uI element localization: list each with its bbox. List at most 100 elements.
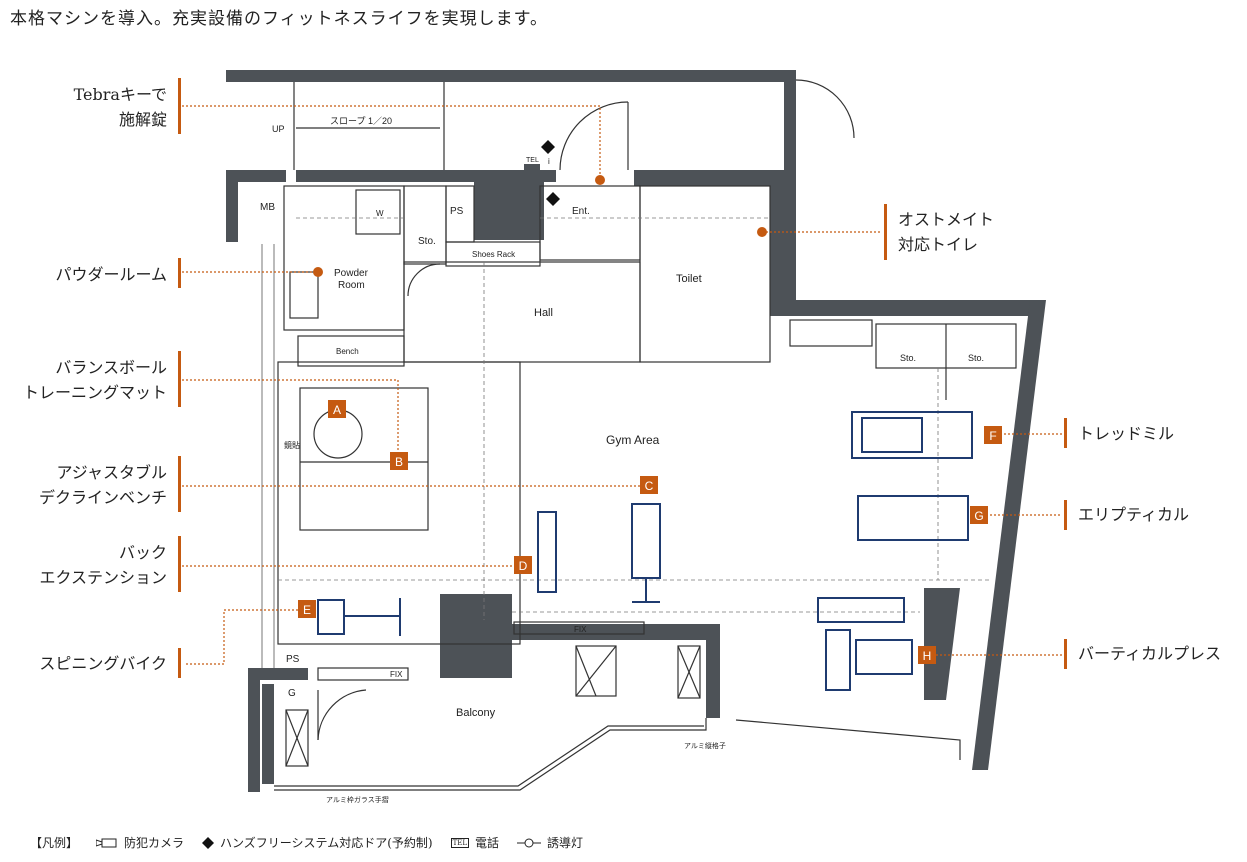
room-mb: MB <box>260 202 275 213</box>
marker-h-label: H <box>923 649 932 663</box>
label-bar <box>1064 418 1067 448</box>
label-line: アジャスタブル <box>56 463 167 482</box>
legend-phone-text: 電話 <box>475 836 500 850</box>
room-ent: Ent. <box>572 206 590 217</box>
marker-d-label: D <box>519 559 528 573</box>
room-powder-1: Powder <box>334 268 369 279</box>
marker-f <box>984 426 1002 444</box>
label-bar <box>178 536 181 592</box>
walls <box>226 70 1046 792</box>
room-powder-2: Room <box>338 280 365 291</box>
floor-plan: A B C D E F G H MB W PS Sto. Ent. Shoes … <box>182 70 1062 804</box>
label-line: トレーニングマット <box>22 383 167 402</box>
label-ostomate: オストメイト 対応トイレ <box>898 207 994 257</box>
label-line: パウダールーム <box>55 265 167 284</box>
fix-1: FIX <box>390 670 403 679</box>
room-balcony: Balcony <box>456 707 496 719</box>
room-ps: PS <box>450 206 464 217</box>
aluminum-label: アルミ縦格子 <box>684 741 726 750</box>
interior-lines <box>274 79 1017 791</box>
label-bar <box>884 204 887 260</box>
marker-a-label: A <box>333 403 341 417</box>
room-ps-2: PS <box>286 654 300 665</box>
room-sto-r2: Sto. <box>968 353 984 363</box>
equipment <box>317 411 973 691</box>
label-line: スピニングバイク <box>39 654 167 673</box>
label-bench: アジャスタブル デクラインベンチ <box>39 460 167 510</box>
legend-light: 誘導灯 <box>517 834 583 851</box>
label-line: バック <box>118 543 167 562</box>
marker-b <box>390 452 408 470</box>
markers <box>298 400 1002 664</box>
marker-g <box>970 506 988 524</box>
label-line: バーティカルプレス <box>1078 644 1222 663</box>
label-bar <box>1064 500 1067 530</box>
hatch-wall <box>261 244 275 668</box>
dashed-lines <box>278 217 990 620</box>
label-bar <box>178 648 181 678</box>
spinning-bike-icon <box>317 599 345 635</box>
room-g: G <box>288 688 296 699</box>
marker-a <box>328 400 346 418</box>
info-label: i <box>548 157 550 166</box>
room-sto-r1: Sto. <box>900 353 916 363</box>
leader-dots <box>313 175 767 277</box>
room-bench: Bench <box>336 347 359 356</box>
label-tebra: Tebraキーで 施解錠 <box>74 82 167 132</box>
label-line: 対応トイレ <box>898 235 979 254</box>
label-line: 施解錠 <box>118 110 167 129</box>
headline: 本格マシンを導入。充実設備のフィットネスライフを実現します。 <box>10 9 548 29</box>
label-vpress: バーティカルプレス <box>1078 641 1221 666</box>
diamond-icon <box>202 836 215 849</box>
fix-2: FIX <box>574 625 587 634</box>
elliptical-icon <box>857 495 969 541</box>
handsfree-door-icon <box>541 140 560 206</box>
label-bar <box>178 456 181 512</box>
label-treadmill: トレッドミル <box>1078 421 1174 446</box>
marker-d <box>514 556 532 574</box>
decline-bench-icon <box>631 503 661 579</box>
legend-title: 【凡例】 <box>30 836 79 850</box>
exit-light-icon <box>517 838 542 847</box>
marker-f-label: F <box>989 429 996 443</box>
mirror-label: 鏡貼 <box>284 440 300 450</box>
label-line: エリプティカル <box>1078 505 1190 524</box>
room-gym: Gym Area <box>606 433 660 447</box>
vertical-press-icon <box>817 597 905 623</box>
marker-b-label: B <box>395 455 403 469</box>
room-hall: Hall <box>534 307 553 319</box>
label-bar <box>1064 639 1067 669</box>
marker-e <box>298 600 316 618</box>
label-balance: バランスボール トレーニングマット <box>23 355 167 405</box>
room-shoes: Shoes Rack <box>472 250 516 259</box>
label-bar <box>178 351 181 407</box>
marker-e-label: E <box>303 603 311 617</box>
legend-light-text: 誘導灯 <box>547 836 584 850</box>
tel-icon: TEL <box>450 837 469 848</box>
railing-label: アルミ枠ガラス手摺 <box>326 795 389 804</box>
marker-c-label: C <box>645 479 654 493</box>
marker-g-label: G <box>974 509 983 523</box>
room-toilet: Toilet <box>676 273 702 285</box>
label-back: バック エクステンション <box>39 540 167 590</box>
legend-camera-text: 防犯カメラ <box>124 836 185 850</box>
label-line: オストメイト <box>898 210 995 229</box>
up-label: UP <box>272 124 285 134</box>
label-bar <box>178 78 181 134</box>
marker-h <box>918 646 936 664</box>
legend: 【凡例】 防犯カメラ ハンズフリーシステム対応ドア(予約制) TEL 電話 誘導… <box>30 834 583 851</box>
tel-label: TEL <box>526 157 539 164</box>
marker-c <box>640 476 658 494</box>
room-w: W <box>376 209 384 218</box>
slope-label: スロープ 1／20 <box>330 116 392 126</box>
label-line: エクステンション <box>39 568 167 587</box>
label-line: デクラインベンチ <box>38 488 167 507</box>
label-line: Tebraキーで <box>73 85 167 104</box>
label-bar <box>178 258 181 288</box>
label-line: トレッドミル <box>1078 424 1175 443</box>
legend-camera: 防犯カメラ <box>96 834 184 851</box>
legend-handsfree-text: ハンズフリーシステム対応ドア(予約制) <box>220 836 433 850</box>
back-extension-icon <box>537 511 557 593</box>
camera-icon <box>96 838 117 847</box>
label-line: バランスボール <box>55 358 167 377</box>
